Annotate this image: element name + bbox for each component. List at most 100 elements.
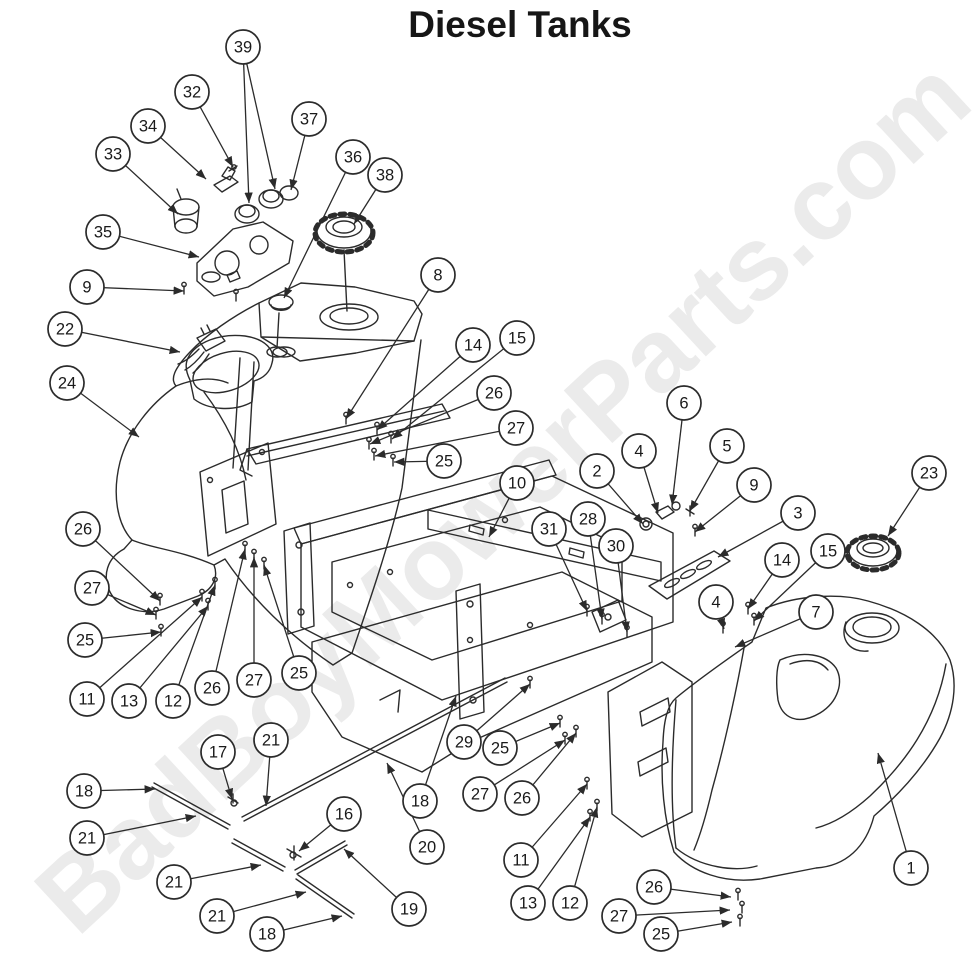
callout-27: 27 [236, 557, 272, 698]
callout-number: 30 [607, 538, 625, 556]
fuel-cap-left [312, 211, 376, 312]
callout-number: 13 [519, 895, 537, 913]
callout-number: 27 [245, 672, 263, 690]
callout-13: 13 [510, 816, 591, 921]
callout-30: 30 [598, 528, 634, 633]
callout-32: 32 [174, 74, 234, 168]
fastener-glyphs [153, 281, 757, 927]
callout-number: 2 [592, 463, 601, 481]
callout-35: 35 [85, 214, 200, 259]
callout-number: 9 [749, 477, 758, 495]
callout-12: 12 [552, 806, 599, 921]
callout-number: 26 [203, 680, 221, 698]
callout-number: 18 [258, 926, 276, 944]
callout-number: 26 [645, 879, 663, 897]
callout-12: 12 [155, 584, 216, 719]
fastener [562, 731, 568, 745]
callout-18: 18 [402, 695, 457, 819]
callout-number: 14 [464, 337, 482, 355]
callout-14: 14 [376, 327, 491, 431]
callout-18: 18 [249, 914, 343, 952]
callout-11: 11 [69, 596, 203, 717]
mounting-channel [239, 403, 451, 477]
callout-27: 27 [462, 739, 566, 812]
callout-6: 6 [666, 385, 702, 506]
fastener [390, 453, 396, 467]
callout-number: 21 [262, 732, 280, 750]
callout-16: 16 [298, 796, 362, 852]
fuel-plug [266, 294, 294, 358]
fuel-sender-unit [172, 164, 239, 234]
callout-number: 26 [485, 385, 503, 403]
fastener [557, 714, 563, 728]
callout-21: 21 [69, 813, 197, 856]
callout-number: 26 [513, 790, 531, 808]
callout-number: 21 [165, 874, 183, 892]
callout-21: 21 [156, 862, 262, 900]
diagram-title: Diesel Tanks [408, 4, 632, 45]
callout-number: 21 [78, 830, 96, 848]
callout-number: 1 [906, 860, 915, 878]
callout-number: 11 [78, 691, 95, 709]
callout-28: 28 [570, 501, 606, 620]
frame-assembly [283, 459, 693, 838]
callout-number: 26 [74, 521, 92, 539]
callout-24: 24 [49, 365, 140, 438]
callout-number: 10 [508, 475, 526, 493]
callout-18: 18 [66, 773, 156, 809]
fastener [735, 887, 741, 901]
callout-number: 28 [579, 511, 597, 529]
callout-number: 25 [76, 632, 94, 650]
callout-number: 27 [471, 786, 489, 804]
callout-number: 38 [376, 167, 394, 185]
callout-number: 22 [56, 321, 74, 339]
callout-38: 38 [353, 157, 403, 225]
callout-27: 27 [374, 410, 534, 459]
callout-number: 12 [164, 693, 182, 711]
callout-26: 26 [636, 869, 732, 905]
callout-number: 37 [300, 111, 318, 129]
fastener [388, 430, 394, 444]
callout-number: 27 [83, 580, 101, 598]
callout-26: 26 [369, 375, 512, 445]
fastener [371, 447, 377, 461]
callout-number: 18 [411, 793, 429, 811]
callout-4: 4 [621, 433, 659, 514]
fastener [261, 556, 267, 570]
wiring-harness [177, 324, 226, 374]
fastener [527, 675, 533, 689]
callout-number: 17 [209, 744, 227, 762]
callout-2: 2 [579, 453, 644, 525]
callout-4: 4 [698, 584, 734, 630]
fastener [737, 913, 743, 927]
callout-19: 19 [343, 848, 427, 927]
callout-9: 9 [694, 467, 772, 533]
callout-number: 27 [507, 420, 525, 438]
callout-9: 9 [69, 269, 185, 305]
callout-number: 4 [711, 594, 720, 612]
callout-number: 11 [512, 852, 529, 870]
callout-13: 13 [111, 605, 209, 719]
callout-number: 36 [344, 149, 362, 167]
callout-number: 7 [811, 604, 820, 622]
callout-39: 39 [225, 29, 277, 204]
callout-31: 31 [531, 511, 588, 612]
callout-22: 22 [47, 311, 181, 355]
callout-17: 17 [200, 734, 236, 800]
callout-29: 29 [446, 683, 531, 760]
callout-25: 25 [643, 916, 733, 952]
fastener [153, 606, 159, 620]
callout-27: 27 [601, 898, 731, 934]
callout-5: 5 [689, 428, 745, 512]
callout-number: 20 [418, 839, 436, 857]
fuel-cap-right [844, 533, 902, 573]
callout-27: 27 [74, 570, 157, 616]
fastener [584, 776, 590, 790]
callout-25: 25 [67, 622, 162, 658]
callout-number: 8 [433, 267, 442, 285]
callout-number: 33 [104, 146, 122, 164]
right-fuel-tank [661, 595, 955, 881]
fuel-lines [151, 677, 508, 919]
callout-number: 15 [819, 543, 837, 561]
